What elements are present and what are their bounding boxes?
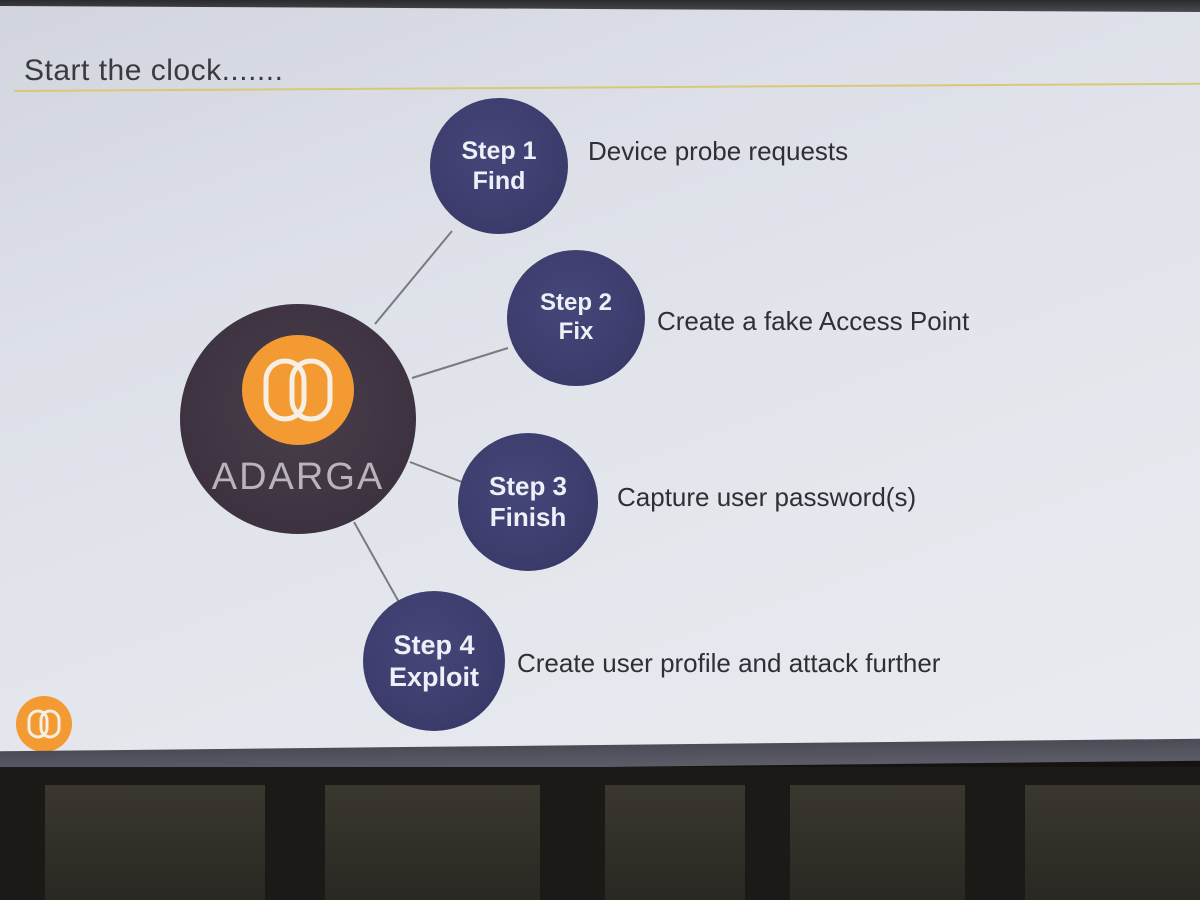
- wall-panel: [1025, 785, 1200, 900]
- wall-panel: [325, 785, 540, 900]
- step-1-description: Device probe requests: [588, 136, 849, 166]
- adarga-hub: ADARGA: [180, 304, 416, 534]
- step-4-name: Exploit: [388, 662, 479, 692]
- slide-title: Start the clock.......: [24, 54, 284, 87]
- step-1-name: Find: [472, 167, 526, 195]
- step-3-circle: Step 3 Finish: [458, 433, 598, 571]
- connector-step-3: [409, 461, 463, 483]
- connector-step-1: [374, 230, 453, 325]
- wall-panel: [790, 785, 965, 900]
- step-1-circle: Step 1 Find: [430, 98, 568, 234]
- step-2-name: Fix: [558, 318, 594, 345]
- corner-logo-icon: [16, 696, 72, 752]
- connector-step-2: [411, 347, 509, 379]
- step-2-circle: Step 2 Fix: [507, 250, 645, 386]
- brand-name: ADARGA: [211, 456, 385, 498]
- connector-step-4: [353, 521, 401, 605]
- wall-panel: [45, 785, 265, 900]
- step-3-name: Finish: [489, 502, 567, 532]
- step-4-number: Step 4: [393, 629, 475, 660]
- projector-screen: Start the clock....... ADARGA Step 1 Fin…: [0, 6, 1200, 762]
- step-4-circle: Step 4 Exploit: [363, 591, 505, 731]
- step-1-number: Step 1: [461, 137, 537, 165]
- step-3-number: Step 3: [488, 470, 568, 501]
- interlinked-rings-icon: [242, 335, 354, 445]
- step-3-description: Capture user password(s): [617, 482, 917, 512]
- step-2-number: Step 2: [539, 289, 613, 317]
- wall-panel: [605, 785, 745, 900]
- step-4-description: Create user profile and attack further: [517, 648, 941, 678]
- step-2-description: Create a fake Access Point: [657, 306, 970, 336]
- connector-lines: [353, 230, 509, 605]
